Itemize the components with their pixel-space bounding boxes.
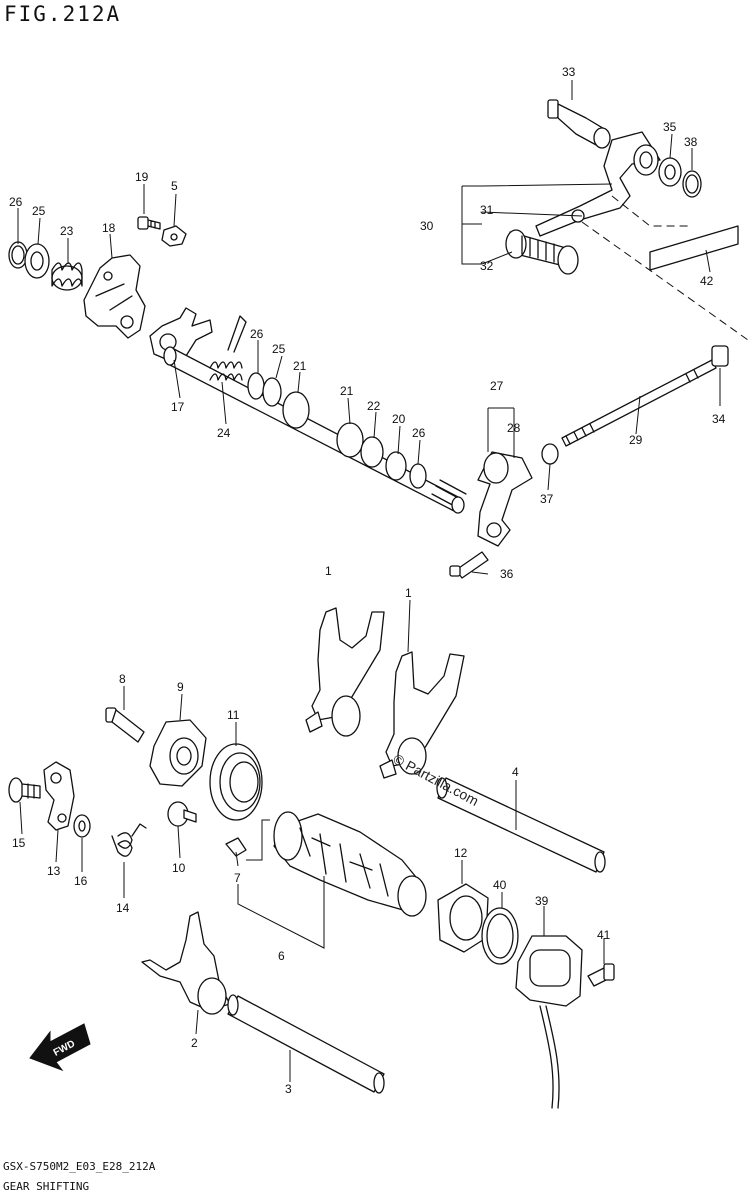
shift-fork-1-left bbox=[305, 607, 385, 737]
callout-26-b: 26 bbox=[250, 327, 264, 341]
callout-6: 6 bbox=[278, 949, 285, 963]
callout-28: 28 bbox=[507, 421, 521, 435]
callout-21-a: 21 bbox=[293, 359, 307, 373]
model-code: GSX-S750M2_E03_E28_212A bbox=[3, 1160, 156, 1173]
callout-1-fork: 1 bbox=[405, 586, 412, 600]
callout-27: 27 bbox=[490, 379, 504, 393]
callout-numbers: 1 1 2 3 4 5 6 7 8 9 10 11 12 13 14 15 16… bbox=[9, 65, 726, 1096]
callout-30: 30 bbox=[420, 219, 434, 233]
callout-31: 31 bbox=[480, 203, 494, 217]
clip-5 bbox=[161, 225, 187, 247]
callout-38: 38 bbox=[684, 135, 698, 149]
callout-11: 11 bbox=[227, 708, 240, 722]
callout-39: 39 bbox=[535, 894, 549, 908]
pin-8 bbox=[105, 707, 145, 743]
callout-16: 16 bbox=[74, 874, 88, 888]
callout-13: 13 bbox=[47, 864, 61, 878]
callout-35: 35 bbox=[663, 120, 677, 134]
callout-8: 8 bbox=[119, 672, 126, 686]
callout-19: 19 bbox=[135, 170, 149, 184]
shift-fork-1-right bbox=[379, 651, 465, 779]
pedal-link-line bbox=[581, 221, 748, 341]
callout-25-b: 25 bbox=[272, 342, 286, 356]
o-ring-40 bbox=[481, 907, 519, 965]
callout-15: 15 bbox=[12, 836, 26, 850]
callout-34: 34 bbox=[712, 412, 726, 426]
shift-cam-6 bbox=[273, 811, 427, 917]
callout-20: 20 bbox=[392, 412, 406, 426]
link-27-28 bbox=[477, 451, 533, 547]
callout-7: 7 bbox=[234, 871, 241, 885]
bolt-19 bbox=[137, 216, 161, 230]
bolt-15 bbox=[8, 777, 41, 803]
gear-position-sensor-39 bbox=[515, 935, 583, 1109]
pedal-rubber-32 bbox=[505, 229, 579, 275]
callout-10: 10 bbox=[172, 861, 186, 875]
callout-22: 22 bbox=[367, 399, 381, 413]
callout-18: 18 bbox=[102, 221, 116, 235]
pivot-bolt-33 bbox=[547, 99, 611, 149]
shift-fork-2 bbox=[141, 911, 231, 1015]
shift-arm-18 bbox=[83, 254, 146, 339]
washer-25-left bbox=[24, 243, 50, 279]
callout-42: 42 bbox=[700, 274, 714, 288]
callout-24: 24 bbox=[217, 426, 231, 440]
callout-3: 3 bbox=[285, 1082, 292, 1096]
callout-21-b: 21 bbox=[340, 384, 354, 398]
callout-5: 5 bbox=[171, 179, 178, 193]
figure-subtitle: GEAR SHIFTING bbox=[3, 1180, 90, 1193]
callout-26-c: 26 bbox=[412, 426, 426, 440]
bolt-41 bbox=[587, 963, 615, 987]
callout-4: 4 bbox=[512, 765, 519, 779]
callout-14: 14 bbox=[116, 901, 130, 915]
watermark: © Partzilla.com bbox=[391, 751, 482, 809]
callout-37: 37 bbox=[540, 492, 554, 506]
callout-1: 1 bbox=[325, 564, 332, 578]
bolt-36 bbox=[449, 551, 489, 579]
callout-29: 29 bbox=[629, 433, 643, 447]
callout-41: 41 bbox=[597, 928, 611, 942]
fwd-arrow-icon: FWD bbox=[29, 1023, 91, 1072]
bearing-11 bbox=[209, 743, 263, 821]
callout-40: 40 bbox=[493, 878, 507, 892]
fork-shaft-4 bbox=[436, 777, 606, 873]
figure-title: FIG.212A bbox=[4, 2, 122, 26]
nut-37 bbox=[541, 443, 559, 465]
leader-lines bbox=[17, 80, 721, 1082]
callout-26-a: 26 bbox=[9, 195, 23, 209]
stopper-9 bbox=[149, 719, 207, 787]
callout-33: 33 bbox=[562, 65, 576, 79]
nut-34 bbox=[711, 345, 729, 367]
callout-32: 32 bbox=[480, 259, 494, 273]
pin-7 bbox=[225, 837, 247, 857]
plate-13 bbox=[43, 761, 75, 831]
ring-38 bbox=[682, 170, 702, 198]
callout-17: 17 bbox=[171, 400, 185, 414]
callout-2: 2 bbox=[191, 1036, 198, 1050]
pedal-arm bbox=[535, 131, 690, 237]
decal-42 bbox=[649, 225, 739, 271]
callout-12: 12 bbox=[454, 846, 468, 860]
callout-23: 23 bbox=[60, 224, 74, 238]
callout-25-a: 25 bbox=[32, 204, 46, 218]
callout-36: 36 bbox=[500, 567, 514, 581]
shaft-rings bbox=[247, 372, 427, 489]
washer-16 bbox=[73, 814, 91, 838]
spring-24 bbox=[209, 315, 247, 381]
washer-35 bbox=[658, 157, 682, 187]
spring-23 bbox=[51, 262, 83, 291]
ring-26-left bbox=[8, 241, 28, 269]
spring-14 bbox=[111, 823, 147, 857]
callout-9: 9 bbox=[177, 680, 184, 694]
fork-shaft-3 bbox=[227, 994, 385, 1094]
bolt-10 bbox=[167, 801, 197, 827]
bearing-12 bbox=[437, 883, 489, 953]
